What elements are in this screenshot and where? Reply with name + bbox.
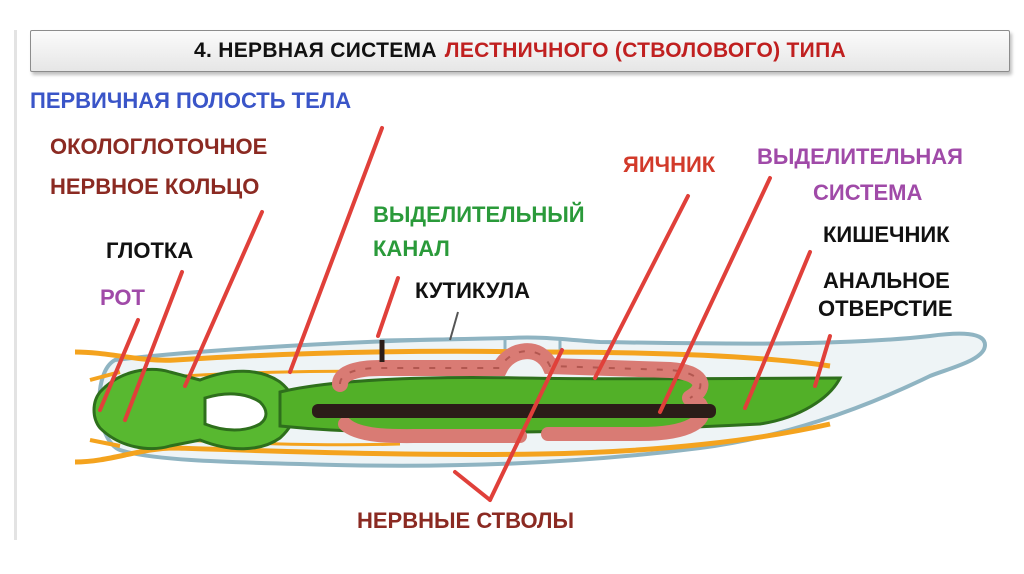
pharynx-bulb xyxy=(203,392,268,432)
label-anus-line1: АНАЛЬНОЕ xyxy=(823,268,950,293)
title-part2: ЛЕСТНИЧНОГО (СТВОЛОВОГО) ТИПА xyxy=(444,39,846,62)
pointer-anus xyxy=(813,334,832,388)
label-body-cavity: ПЕРВИЧНАЯ ПОЛОСТЬ ТЕЛА xyxy=(30,88,352,113)
title-part1: 4. НЕРВНАЯ СИСТЕМА xyxy=(194,39,437,62)
pointer-lines xyxy=(98,126,832,502)
pointer-nerve-ring xyxy=(183,210,264,388)
pointer-excretory-system xyxy=(658,176,772,414)
label-excretory-system-line2: СИСТЕМА xyxy=(813,180,923,205)
label-mouth: РОТ xyxy=(100,285,145,310)
label-nerve-ring-line1: ОКОЛОГЛОТОЧНОЕ xyxy=(50,134,268,159)
pointer-pharynx xyxy=(123,270,184,422)
label-anus-line2: ОТВЕРСТИЕ xyxy=(818,296,953,321)
pointer-mouth xyxy=(98,318,140,412)
label-excretory-system-line1: ВЫДЕЛИТЕЛЬНАЯ xyxy=(757,144,963,169)
pointer-nerve-trunk-b xyxy=(488,348,564,502)
label-pharynx: ГЛОТКА xyxy=(106,238,194,263)
label-excretory-canal-line1: ВЫДЕЛИТЕЛЬНЫЙ xyxy=(373,202,585,227)
pointer-excretory-canal xyxy=(376,276,400,338)
ovary-tube-upper xyxy=(332,343,709,406)
pointer-body-cavity xyxy=(288,126,384,374)
nerve-trunk xyxy=(312,404,716,418)
label-nerve-trunks: НЕРВНЫЕ СТВОЛЫ xyxy=(357,508,574,533)
label-excretory-canal-line2: КАНАЛ xyxy=(373,236,450,261)
pointer-nerve-trunk-a xyxy=(453,470,492,502)
pointer-ovary xyxy=(593,194,690,380)
orange-cord-lower xyxy=(74,421,831,465)
title-banner: 4. НЕРВНАЯ СИСТЕМА ЛЕСТНИЧНОГО (СТВОЛОВО… xyxy=(30,30,1010,72)
label-cuticle: КУТИКУЛА xyxy=(415,278,531,303)
label-intestine: КИШЕЧНИК xyxy=(823,222,950,247)
label-ovary: ЯИЧНИК xyxy=(623,152,716,177)
pointer-intestine xyxy=(743,250,812,410)
left-divider xyxy=(14,30,17,540)
mouth-papillae xyxy=(89,370,126,448)
label-nerve-ring-line2: НЕРВНОЕ КОЛЬЦО xyxy=(50,174,260,199)
pointer-cuticle xyxy=(449,311,459,341)
